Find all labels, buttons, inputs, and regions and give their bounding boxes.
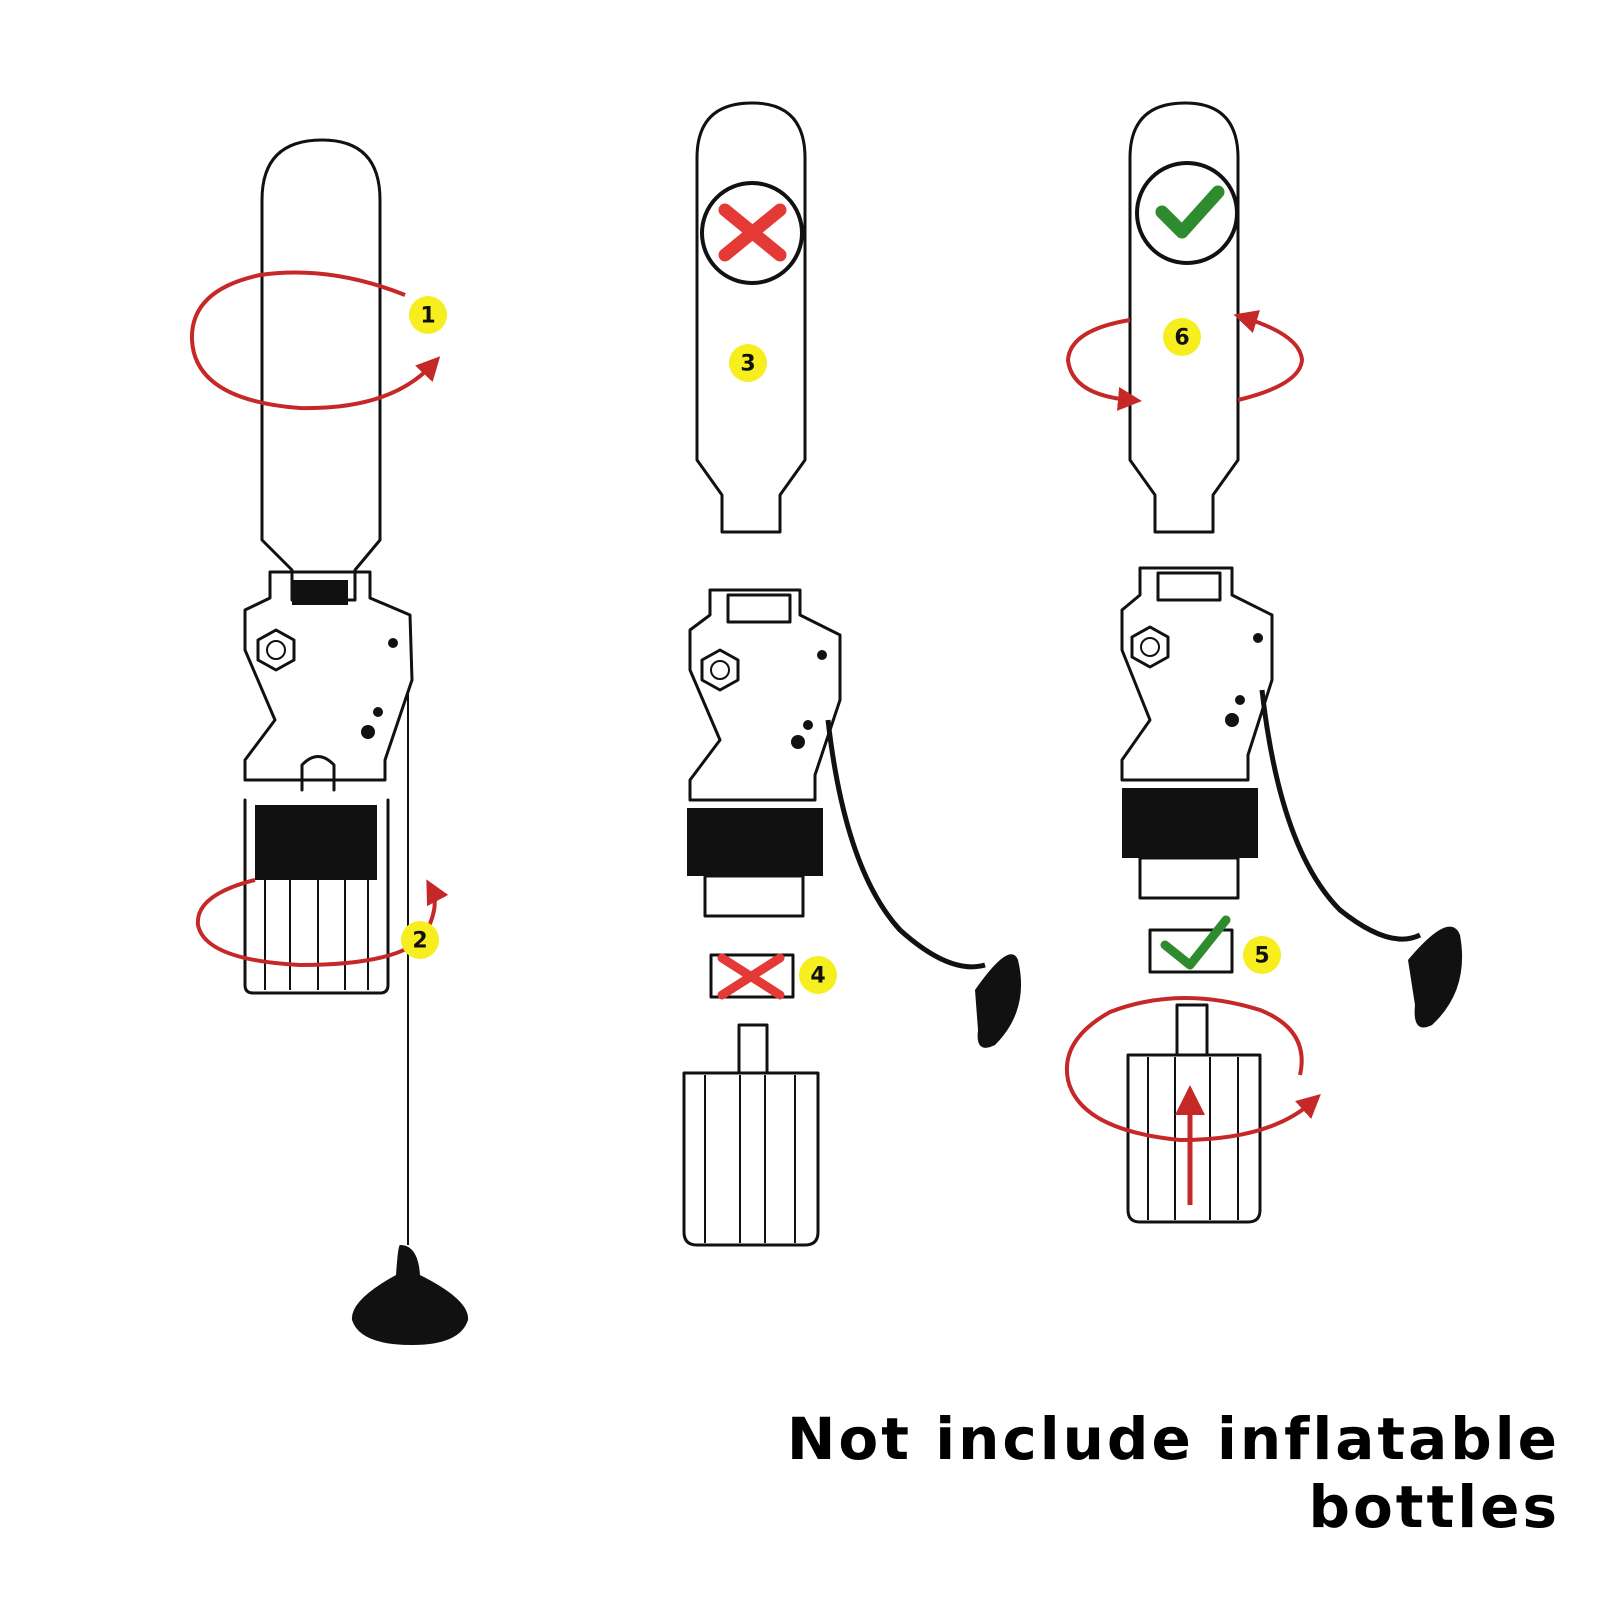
- hex-nut-icon: [1130, 625, 1170, 669]
- rotate-arrow-icon: [1064, 996, 1321, 1143]
- cross-mark-icon: [718, 203, 787, 262]
- hose: [1259, 689, 1422, 942]
- svg-text:1: 1: [420, 304, 435, 329]
- check-badge-ring: [1135, 161, 1239, 265]
- inflator-head: [243, 570, 414, 792]
- suction-cup: [351, 1245, 469, 1345]
- step-badge-3: 3: [729, 344, 767, 382]
- washer: [1148, 928, 1234, 974]
- svg-text:4: 4: [810, 964, 825, 989]
- hex-nut-icon: [256, 628, 296, 672]
- svg-text:3: 3: [740, 352, 755, 377]
- valve-adapter: [1126, 1003, 1262, 1224]
- black-collar: [1122, 788, 1258, 858]
- cross-badge-ring: [700, 181, 804, 285]
- hose: [825, 719, 986, 970]
- valve-adapter: [682, 1023, 820, 1247]
- panel-assembled: [189, 138, 469, 1345]
- cross-mark-icon: [717, 953, 785, 1000]
- check-mark-icon: [1155, 185, 1225, 239]
- inflator-head: [688, 588, 842, 802]
- step-badge-4: 4: [799, 956, 837, 994]
- rotate-arrow-icon: [1065, 318, 1142, 411]
- valve-stem: [1138, 856, 1240, 900]
- step-badge-5: 5: [1243, 936, 1281, 974]
- hex-nut-icon: [700, 648, 740, 692]
- suction-cup: [975, 954, 1022, 1048]
- rotate-arrow-icon: [189, 270, 441, 411]
- rotate-arrow-icon: [195, 878, 449, 968]
- bottle-socket: [292, 580, 348, 605]
- step-badge-6: 6: [1163, 318, 1201, 356]
- black-collar: [255, 805, 377, 880]
- co2-bottle: [1128, 101, 1240, 534]
- svg-text:2: 2: [412, 929, 427, 954]
- check-mark-icon: [1160, 915, 1231, 970]
- panel-correct: [1064, 101, 1463, 1224]
- caption-text: Not include inflatable bottles: [786, 1405, 1560, 1541]
- washer: [709, 953, 795, 999]
- co2-bottle: [260, 138, 382, 602]
- panel-wrong: [682, 101, 1022, 1247]
- suction-cup: [1408, 926, 1463, 1028]
- valve-stem: [703, 874, 805, 918]
- black-collar: [687, 808, 823, 876]
- step-badge-2: 2: [401, 921, 439, 959]
- step-badge-1: 1: [409, 296, 447, 334]
- co2-bottle: [695, 101, 807, 534]
- rotate-arrow-icon: [1233, 310, 1305, 402]
- svg-text:5: 5: [1254, 944, 1269, 969]
- inflator-head: [1120, 566, 1274, 782]
- svg-text:6: 6: [1174, 326, 1189, 351]
- valve-cage: [243, 798, 390, 995]
